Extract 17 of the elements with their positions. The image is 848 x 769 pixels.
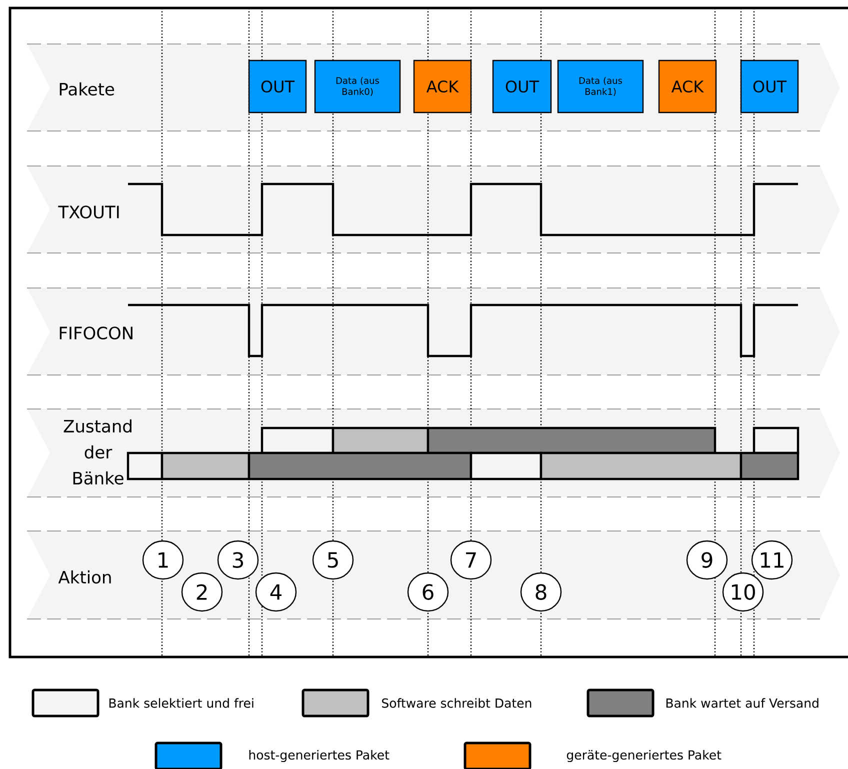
legend-text: geräte-generiertes Paket [566, 750, 722, 762]
row-label: TXOUTI [58, 206, 119, 218]
row-label: Aktion [58, 570, 111, 584]
packet-box: OUT [492, 60, 552, 114]
row-label: Zustand der Bänke [64, 419, 132, 485]
legend-text: Bank wartet auf Versand [666, 698, 818, 708]
packet-box: Data (aus Bank0) [314, 60, 401, 114]
packet-box: Data (aus Bank1) [557, 60, 644, 114]
row-label: FIFOCON [60, 326, 132, 340]
packet-box: OUT [248, 60, 307, 114]
legend-text: host-generiertes Paket [249, 750, 390, 762]
packet-box: OUT [740, 60, 799, 114]
packet-box: ACK [658, 60, 717, 114]
legend-text: Software schreibt Daten [382, 698, 532, 708]
legend-text: Bank selektiert und frei [109, 698, 254, 708]
row-label: Pakete [60, 82, 114, 96]
packet-box: ACK [413, 60, 472, 114]
